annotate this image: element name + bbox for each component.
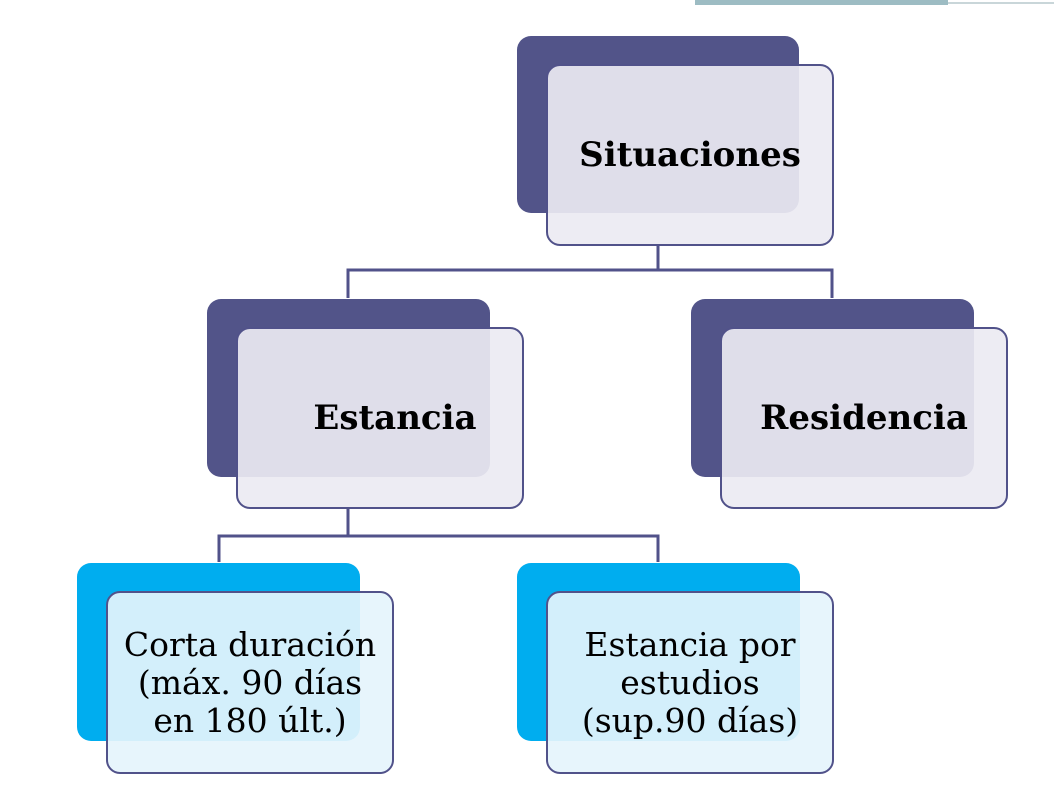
connector-situaciones-estancia: [346, 244, 660, 298]
node-estancia-estudios-label: Estancia por estudios (sup.90 días): [581, 624, 799, 740]
node-residencia-label: Residencia: [760, 398, 968, 438]
node-residencia-box: Residencia: [720, 327, 1008, 509]
connector-estancia-estudios: [348, 534, 660, 562]
node-situaciones: Situaciones: [517, 36, 835, 246]
connector-estancia-corta: [217, 508, 350, 562]
node-situaciones-box: Situaciones: [546, 64, 834, 246]
node-estancia-estudios: Estancia por estudios (sup.90 días): [517, 563, 835, 775]
node-situaciones-label: Situaciones: [579, 135, 801, 175]
node-estancia-box: Estancia: [236, 327, 524, 509]
node-corta-duracion-box: Corta duración (máx. 90 días en 180 últ.…: [106, 591, 394, 774]
top-accent-line: [948, 2, 1054, 4]
node-estancia-estudios-box: Estancia por estudios (sup.90 días): [546, 591, 834, 774]
node-estancia: Estancia: [207, 299, 525, 510]
connector-situaciones-residencia: [658, 268, 834, 298]
node-residencia: Residencia: [691, 299, 1009, 510]
node-estancia-label: Estancia: [313, 398, 477, 438]
node-corta-duracion: Corta duración (máx. 90 días en 180 últ.…: [77, 563, 395, 775]
top-accent-bar: [695, 0, 948, 5]
node-corta-duracion-label: Corta duración (máx. 90 días en 180 últ.…: [123, 624, 377, 740]
